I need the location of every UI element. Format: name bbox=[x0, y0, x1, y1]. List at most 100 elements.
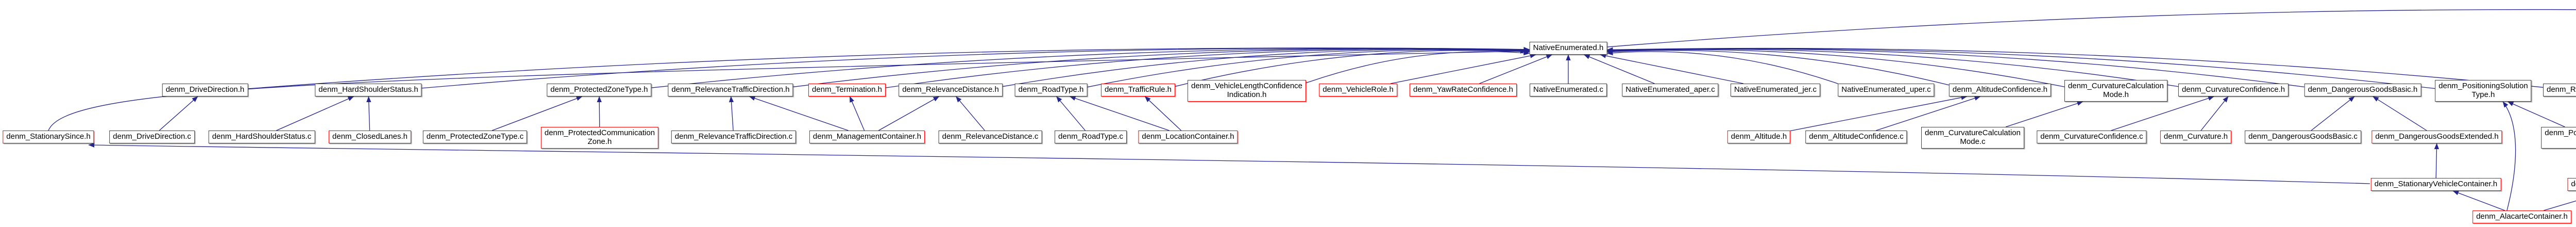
include-edge-ac_c-to-ac_h bbox=[1876, 95, 1981, 131]
include-edge-rtd_c-to-rtd_h bbox=[728, 96, 734, 131]
include-edge-dd_c-to-dd_h bbox=[159, 96, 198, 131]
graph-node-ss_h[interactable]: denm_StationarySince.h bbox=[3, 131, 94, 143]
include-edge-curv_h-to-cc_h bbox=[2200, 96, 2229, 131]
include-edge-pzt_c-to-pzt_h bbox=[492, 96, 583, 131]
graph-node-rd_h[interactable]: denm_RelevanceDistance.h bbox=[899, 84, 1003, 96]
graph-node-ccm_h[interactable]: denm_CurvatureCalculation Mode.h bbox=[2064, 80, 2167, 102]
graph-node-label: denm_HardShoulderStatus.h bbox=[318, 85, 418, 94]
graph-node-label: denm_DriveDirection.h bbox=[165, 85, 245, 94]
graph-node-ac_h[interactable]: denm_AltitudeConfidence.h bbox=[1948, 84, 2052, 96]
include-edge-native_uper-to-native_h bbox=[1606, 50, 1838, 84]
include-edge-dge_h-to-dgb_h bbox=[2372, 96, 2427, 131]
graph-node-label: denm_RoadType.h bbox=[1018, 85, 1084, 94]
include-edge-hss_c-to-hss_h bbox=[276, 96, 354, 131]
graph-node-label: NativeEnumerated_jer.c bbox=[1734, 85, 1817, 94]
include-edge-svc_h-to-ss_h bbox=[88, 142, 2370, 184]
graph-node-label: denm_AltitudeConfidence.h bbox=[1952, 85, 2048, 94]
graph-node-rtd_h[interactable]: denm_RelevanceTrafficDirection.h bbox=[668, 84, 793, 96]
include-edge-cl_h-to-hss_h bbox=[366, 96, 371, 131]
graph-node-label: denm_ClosedLanes.h bbox=[332, 132, 408, 141]
graph-node-pcz_h[interactable]: denm_ProtectedCommunication Zone.h bbox=[540, 127, 659, 149]
graph-node-hss_c[interactable]: denm_HardShoulderStatus.c bbox=[208, 131, 315, 143]
graph-node-label: denm_ProtectedCommunication Zone.h bbox=[544, 128, 655, 146]
graph-node-label: denm_DangerousGoodsExtended.h bbox=[2375, 132, 2499, 141]
graph-node-label: denm_DangerousGoodsBasic.h bbox=[2308, 85, 2418, 94]
graph-node-cl_h[interactable]: denm_ClosedLanes.h bbox=[329, 131, 411, 143]
graph-node-label: denm_StationaryVehicleContainer.h bbox=[2374, 180, 2498, 188]
graph-node-pzt_h[interactable]: denm_ProtectedZoneType.h bbox=[547, 84, 652, 96]
graph-node-rtd_c[interactable]: denm_RelevanceTrafficDirection.c bbox=[671, 131, 796, 143]
graph-node-label: denm_VehicleRole.h bbox=[1323, 85, 1394, 94]
graph-node-pzt_c[interactable]: denm_ProtectedZoneType.c bbox=[422, 131, 528, 143]
graph-node-native_uper[interactable]: NativeEnumerated_uper.c bbox=[1838, 84, 1935, 96]
graph-node-label: denm_PositioningSolution Type.c bbox=[2545, 128, 2576, 137]
graph-node-label: denm_ProtectedZoneType.h bbox=[550, 85, 648, 94]
graph-node-dge_h[interactable]: denm_DangerousGoodsExtended.h bbox=[2371, 131, 2502, 143]
graph-node-label: denm_Altitude.h bbox=[1731, 132, 1787, 141]
graph-node-pst_h[interactable]: denm_PositioningSolution Type.h bbox=[2435, 80, 2532, 102]
graph-node-term_h[interactable]: denm_Termination.h bbox=[808, 84, 886, 96]
graph-node-tr_h[interactable]: denm_TrafficRule.h bbox=[1100, 84, 1176, 96]
graph-node-native_h[interactable]: NativeEnumerated.h bbox=[1529, 42, 1607, 55]
graph-node-label: denm_RelevanceTrafficDirection.h bbox=[671, 85, 790, 94]
graph-node-curv_h[interactable]: denm_Curvature.h bbox=[2160, 131, 2232, 143]
include-edge-alt_h-to-ac_h bbox=[1790, 95, 1968, 132]
graph-node-cc_c[interactable]: denm_CurvatureConfidence.c bbox=[2037, 131, 2147, 143]
graph-node-rri_h[interactable]: denm_RequestResponseIndication.h bbox=[2543, 84, 2576, 96]
include-edge-alac_h-to-irc_h bbox=[2544, 200, 2576, 211]
include-edge-rd_h-to-native_h bbox=[1002, 48, 1530, 87]
include-edge-ccm_h-to-native_h bbox=[1606, 48, 2065, 87]
graph-node-irc_h[interactable]: denm_ImpactReductionContainer.h bbox=[2567, 178, 2576, 191]
include-edge-ac_h-to-native_h bbox=[1606, 49, 1950, 86]
graph-node-mc_h[interactable]: denm_ManagementContainer.h bbox=[809, 131, 925, 143]
graph-node-label: NativeEnumerated_aper.c bbox=[1625, 85, 1715, 94]
graph-node-native_aper[interactable]: NativeEnumerated_aper.c bbox=[1622, 84, 1719, 96]
graph-node-dgb_h[interactable]: denm_DangerousGoodsBasic.h bbox=[2304, 84, 2421, 96]
graph-node-label: denm_ManagementContainer.h bbox=[812, 132, 922, 141]
graph-node-hss_h[interactable]: denm_HardShoulderStatus.h bbox=[315, 84, 422, 96]
include-edge-mc_h-to-rd_h bbox=[878, 96, 940, 131]
graph-node-yrc_h[interactable]: denm_YawRateConfidence.h bbox=[1409, 84, 1517, 96]
graph-node-label: denm_LocationContainer.h bbox=[1142, 132, 1234, 141]
graph-node-pst_c[interactable]: denm_PositioningSolution Type.c bbox=[2541, 127, 2576, 149]
graph-node-cc_h[interactable]: denm_CurvatureConfidence.h bbox=[2178, 84, 2289, 96]
graph-node-vr_h[interactable]: denm_VehicleRole.h bbox=[1319, 84, 1397, 96]
include-edge-vr_h-to-native_h bbox=[1390, 53, 1536, 84]
include-edge-alac_h-to-svc_h bbox=[2452, 190, 2505, 211]
graph-node-ac_c[interactable]: denm_AltitudeConfidence.c bbox=[1805, 131, 1907, 143]
graph-node-label: denm_CurvatureConfidence.c bbox=[2040, 132, 2143, 141]
graph-node-vlci_h[interactable]: denm_VehicleLengthConfidence Indication.… bbox=[1188, 80, 1306, 102]
graph-node-label: denm_DangerousGoodsBasic.c bbox=[2248, 132, 2358, 141]
graph-node-alac_h[interactable]: denm_AlacarteContainer.h bbox=[2472, 210, 2571, 223]
include-edge-cc_c-to-cc_h bbox=[2111, 96, 2214, 131]
graph-node-lc_h[interactable]: denm_LocationContainer.h bbox=[1138, 131, 1238, 143]
graph-node-label: denm_DriveDirection.c bbox=[113, 132, 191, 141]
graph-node-dd_c[interactable]: denm_DriveDirection.c bbox=[109, 131, 195, 143]
graph-node-dd_h[interactable]: denm_DriveDirection.h bbox=[162, 84, 248, 96]
graph-node-label: denm_RelevanceDistance.h bbox=[902, 85, 999, 94]
graph-node-label: denm_PositioningSolution Type.h bbox=[2438, 82, 2528, 99]
graph-node-label: NativeEnumerated.c bbox=[1533, 85, 1603, 94]
graph-node-rd_c[interactable]: denm_RelevanceDistance.c bbox=[938, 131, 1042, 143]
graph-node-label: denm_StationarySince.h bbox=[6, 132, 91, 141]
graph-node-alt_h[interactable]: denm_Altitude.h bbox=[1727, 131, 1791, 143]
graph-node-svc_h[interactable]: denm_StationaryVehicleContainer.h bbox=[2370, 178, 2501, 191]
include-edge-native_aper-to-native_h bbox=[1583, 54, 1655, 84]
graph-node-rt_c[interactable]: denm_RoadType.c bbox=[1055, 131, 1127, 143]
graph-node-label: denm_VehicleLengthConfidence Indication.… bbox=[1191, 82, 1302, 99]
graph-node-ccm_c[interactable]: denm_CurvatureCalculation Mode.c bbox=[1921, 127, 2024, 149]
include-edge-pcz_h-to-pzt_h bbox=[597, 96, 602, 127]
graph-node-dgb_c[interactable]: denm_DangerousGoodsBasic.c bbox=[2245, 131, 2361, 143]
include-edge-dd_h-to-native_h bbox=[248, 46, 1530, 89]
include-edge-mc_h-to-term_h bbox=[849, 96, 865, 131]
include-edge-alac_h-to-pst_h bbox=[2502, 101, 2516, 211]
include-edge-rri_h-to-native_h bbox=[1606, 47, 2544, 88]
include-edge-lc_h-to-tr_h bbox=[1144, 96, 1182, 131]
graph-node-native_jer[interactable]: NativeEnumerated_jer.c bbox=[1730, 84, 1821, 96]
graph-node-label: NativeEnumerated_uper.c bbox=[1841, 85, 1931, 94]
graph-node-native_c[interactable]: NativeEnumerated.c bbox=[1530, 84, 1607, 96]
include-edge-lc_h-to-rt_h bbox=[1069, 96, 1170, 131]
graph-node-rt_h[interactable]: denm_RoadType.h bbox=[1014, 84, 1088, 96]
graph-node-label: denm_CurvatureCalculation Mode.c bbox=[1925, 128, 2021, 146]
